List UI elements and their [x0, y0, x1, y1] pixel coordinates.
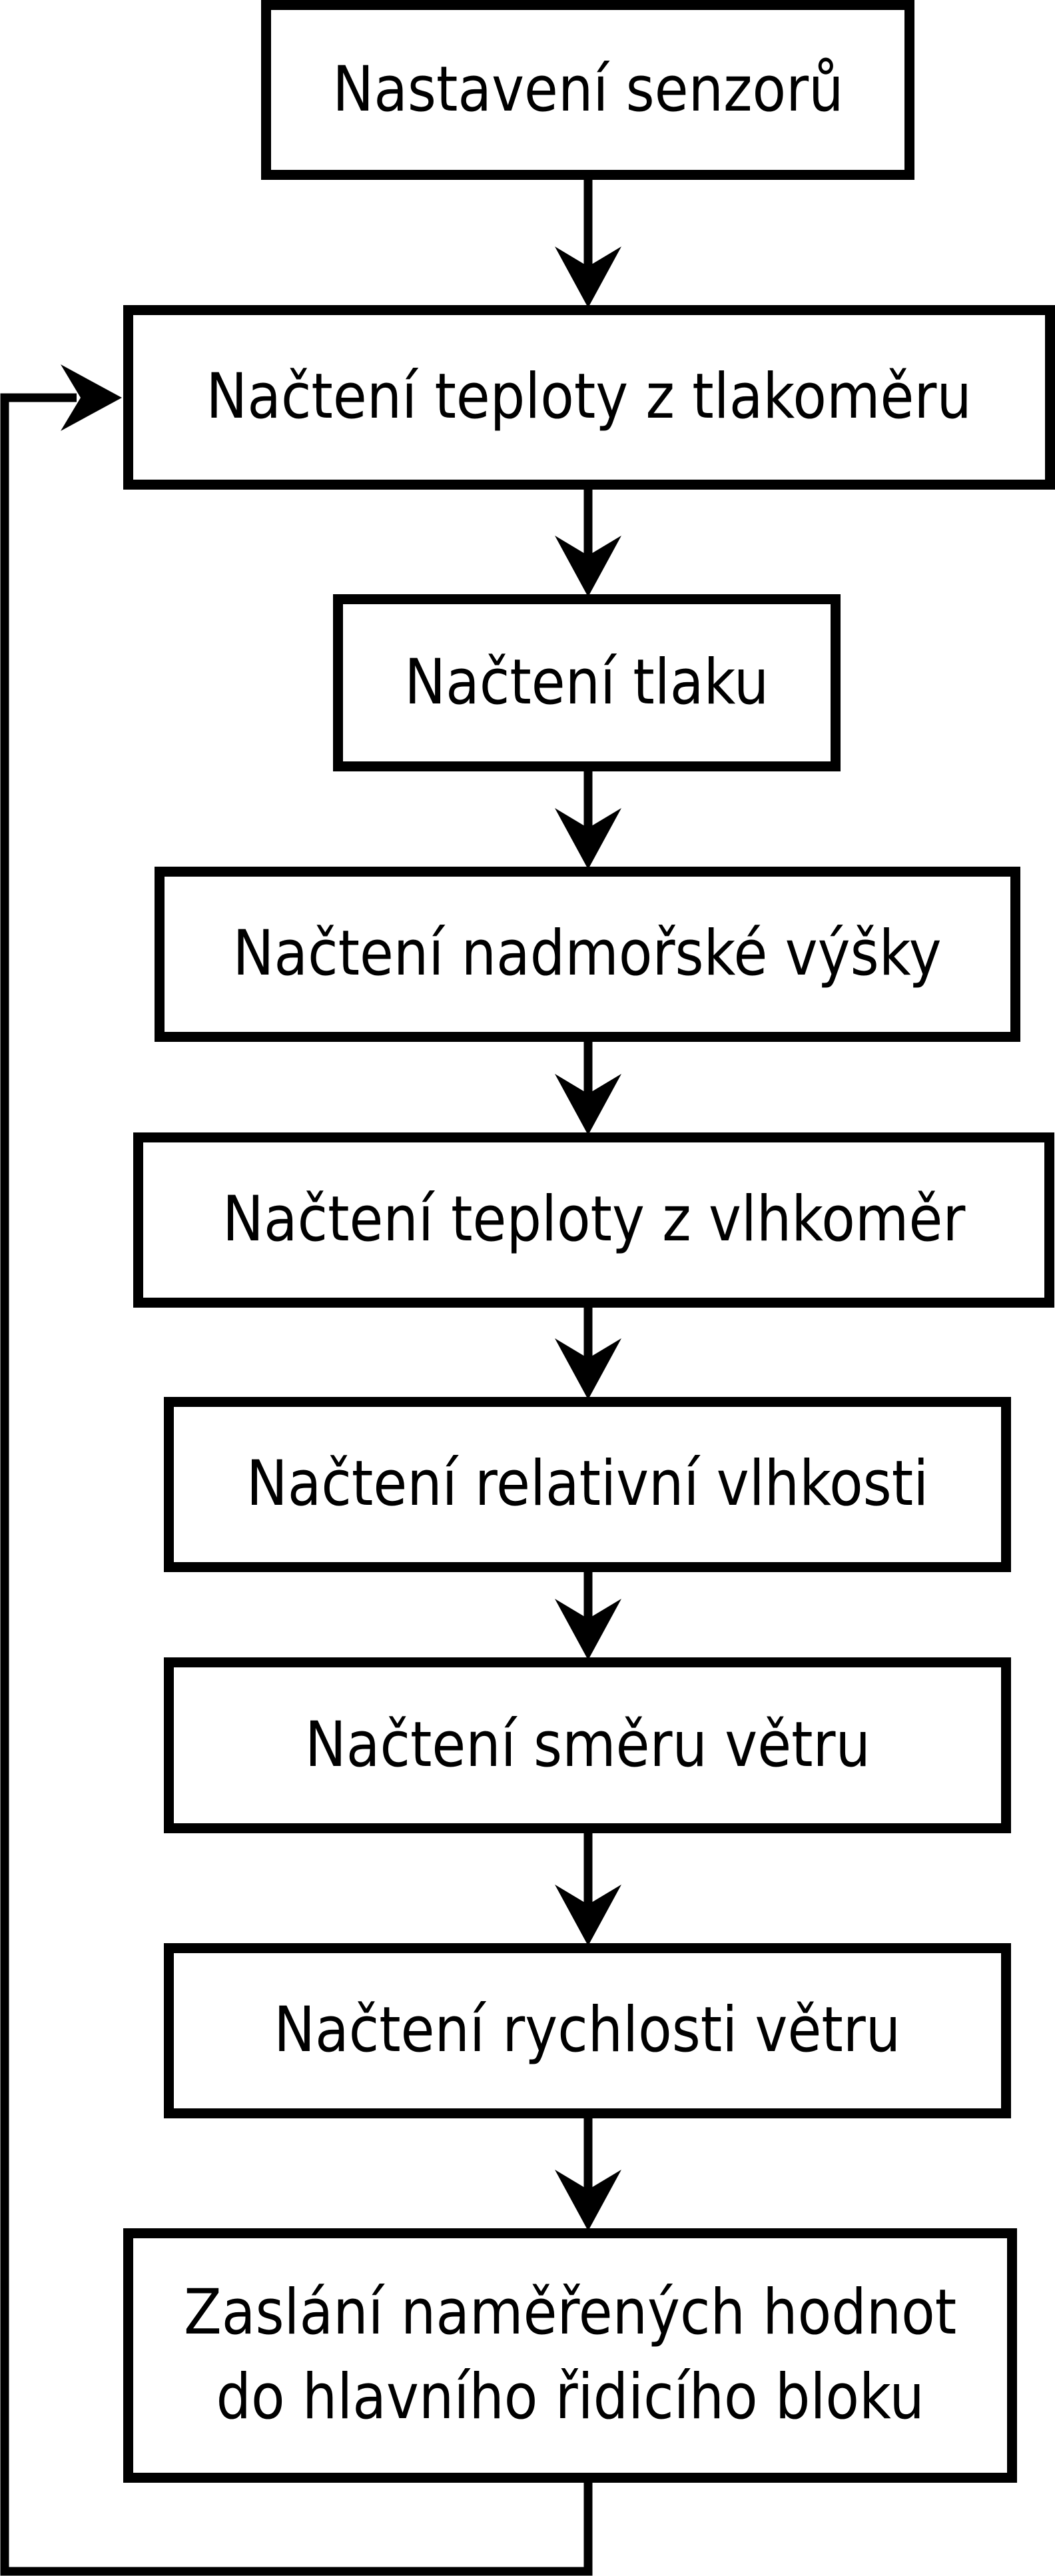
loop-connector-line — [0, 393, 593, 2576]
arrow-down-icon — [555, 2170, 621, 2231]
flow-node-label: Načtení nadmořské výšky — [232, 917, 942, 991]
arrow-down-icon — [555, 1885, 621, 1946]
flow-node-label: Načtení teploty z vlhkoměr — [222, 1183, 966, 1256]
arrow-down-icon — [555, 1599, 621, 1660]
arrow-down-icon — [555, 246, 621, 308]
flow-node-n5: Načtení teploty z vlhkoměr — [133, 1132, 1054, 1308]
flow-node-label: Nastavení senzorů — [332, 53, 844, 126]
flow-node-label: Načtení směru větru — [304, 1708, 871, 1781]
flow-node-n2: Načtení teploty z tlakoměru — [123, 305, 1055, 490]
flow-node-n4: Načtení nadmořské výšky — [155, 867, 1020, 1042]
flow-node-label: Načtení relativní vlhkosti — [246, 1448, 929, 1521]
arrow-down-icon — [555, 808, 621, 869]
flow-node-n6: Načtení relativní vlhkosti — [164, 1397, 1011, 1572]
flow-node-n3: Načtení tlaku — [333, 594, 841, 771]
flow-node-label-line: Zaslání naměřených hodnot — [183, 2276, 957, 2350]
arrow-down-icon — [555, 1074, 621, 1135]
flow-node-label: Načtení rychlosti větru — [274, 1994, 901, 2067]
arrow-down-icon — [555, 536, 621, 597]
arrow-right-icon — [61, 364, 122, 431]
flow-node-label: Zaslání naměřených hodnot do hlavního řid… — [184, 2271, 956, 2440]
arrow-down-icon — [555, 1338, 621, 1400]
flow-node-label-line: do hlavního řidicího bloku — [216, 2361, 924, 2433]
flow-node-label: Načtení teploty z tlakoměru — [206, 360, 972, 434]
flow-node-n8: Načtení rychlosti větru — [164, 1943, 1011, 2118]
flow-node-n7: Načtení směru větru — [164, 1657, 1011, 1833]
flow-node-label: Načtení tlaku — [404, 645, 769, 719]
flow-node-n1: Nastavení senzorů — [261, 0, 914, 180]
flow-node-n9: Zaslání naměřených hodnot do hlavního řid… — [123, 2228, 1017, 2483]
